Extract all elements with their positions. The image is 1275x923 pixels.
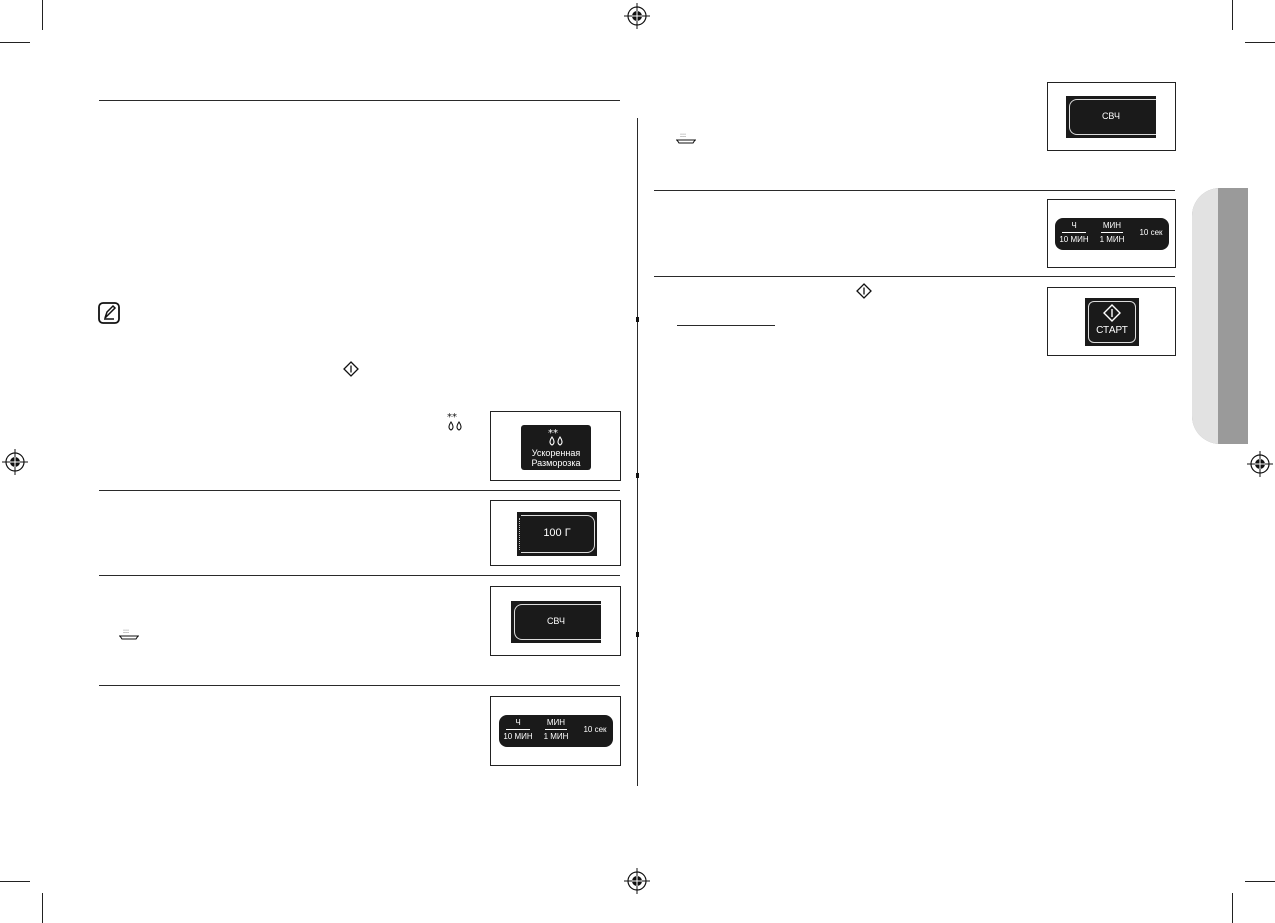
weight-display: 100 Г [517,512,597,556]
weight-value: 100 Г [543,527,571,539]
hour-label: Ч [515,718,521,727]
svg-text::::: ::: [680,132,686,139]
defrost-button: ** Ускоренная Разморозка [521,425,591,470]
crop-mark [1232,0,1233,30]
steam-icon: ::: [119,628,139,640]
section-rule [654,190,1175,191]
crop-mark [42,893,43,923]
defrost-icon: ** [447,412,462,431]
registration-mark-icon [1247,451,1273,477]
hour-divider [506,729,530,730]
start-label: СТАРТ [1096,325,1128,336]
defrost-label: Ускоренная [531,448,581,458]
note-icon [98,302,120,324]
weight-display-dots [519,518,520,550]
microwave-button: СВЧ [511,601,601,643]
defrost-label-2: Разморозка [531,458,581,468]
crop-mark [1232,893,1233,923]
crop-mark [0,881,30,882]
time-buttons: Ч 10 МИН МИН 1 МИН 10 сек [499,715,613,747]
weight-display-outline [521,515,595,553]
one-min-label: 1 МИН [1099,235,1125,244]
weight-display-thumb: 100 Г [490,500,621,566]
start-button-thumb: СТАРТ [1047,287,1176,356]
section-tab-light [1192,188,1218,444]
hour-divider [1062,232,1086,233]
microwave-button-thumb: СВЧ [490,586,621,656]
time-buttons: Ч 10 МИН МИН 1 МИН 10 сек [1055,218,1169,250]
registration-mark-icon [624,868,650,894]
svg-text:**: ** [548,428,558,439]
start-icon [1103,304,1121,322]
microwave-button-thumb: СВЧ [1047,82,1176,151]
section-rule [654,276,1175,277]
column-divider-tick [636,632,639,637]
microwave-button-outline [1069,99,1156,135]
ten-min-label: 10 МИН [503,732,533,741]
microwave-button: СВЧ [1066,96,1156,138]
microwave-button-outline [514,604,601,640]
hour-label: Ч [1071,221,1077,230]
start-button: СТАРТ [1085,298,1139,346]
min-divider [545,729,567,730]
registration-mark-icon [2,449,28,475]
ten-sec-label: 10 сек [583,725,607,734]
ten-min-label: 10 МИН [1059,235,1089,244]
crop-mark [1245,881,1275,882]
column-divider [637,118,638,786]
underline-rule [677,325,775,326]
microwave-label: СВЧ [546,616,566,626]
microwave-label: СВЧ [1101,111,1121,121]
ten-sec-label: 10 сек [1139,228,1163,237]
svg-text::::: ::: [123,628,129,635]
time-buttons-thumb: Ч 10 МИН МИН 1 МИН 10 сек [1047,199,1176,268]
section-tab [1192,188,1248,444]
start-icon [856,283,872,299]
one-min-label: 1 МИН [543,732,569,741]
start-button-outline [1088,301,1136,343]
section-rule [99,490,620,491]
crop-mark [0,42,30,43]
section-rule [99,575,620,576]
svg-text:**: ** [447,412,457,423]
crop-mark [1245,42,1275,43]
registration-mark-icon [624,3,650,29]
defrost-icon: ** [548,428,563,446]
min-label: МИН [546,718,566,727]
section-rule [99,685,620,686]
section-rule [99,100,620,101]
column-divider-tick [636,473,639,478]
defrost-panel-thumb: ** Ускоренная Разморозка [490,411,621,481]
min-label: МИН [1102,221,1122,230]
steam-icon: ::: [676,132,696,144]
column-divider-tick [636,317,639,322]
crop-mark [42,0,43,30]
time-buttons-thumb: Ч 10 МИН МИН 1 МИН 10 сек [490,696,621,766]
min-divider [1101,232,1123,233]
start-icon [343,361,359,377]
